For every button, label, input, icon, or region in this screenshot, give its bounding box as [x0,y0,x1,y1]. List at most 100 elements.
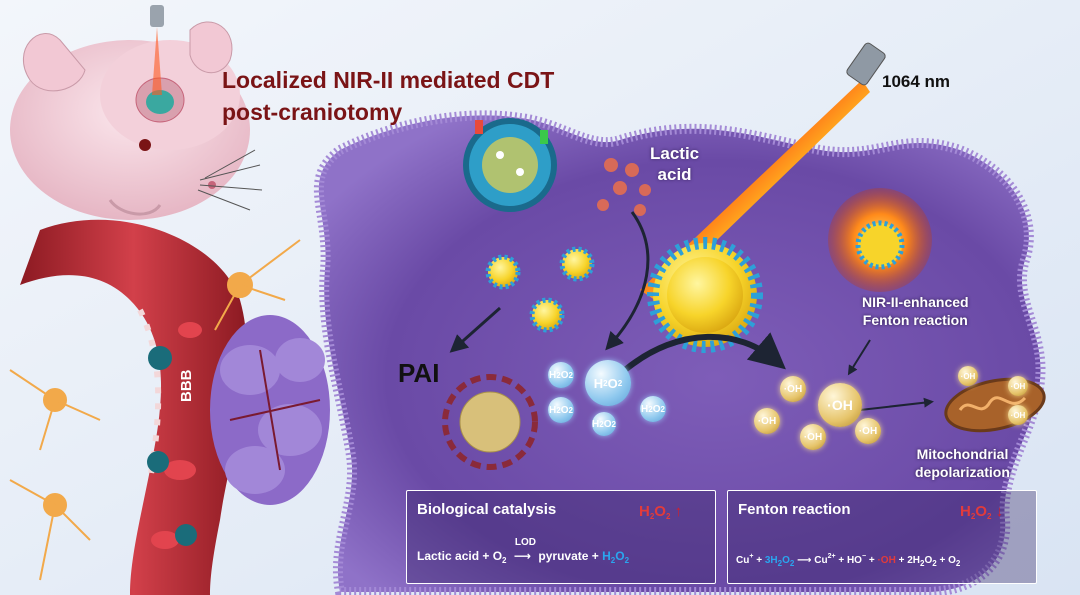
eq-sub: 2 [932,559,937,568]
neuron-cells [9,239,301,581]
eq-sup: + [749,553,754,560]
mol-o: O [652,403,661,415]
oh-text: OH [787,383,803,395]
lactic-acid-label: Lactic acid [650,143,699,185]
h2o2-down-indicator: H2O2 ↓ [960,503,1003,521]
eq-oh: ·OH [877,555,896,566]
pai-cell-nucleus [442,374,538,470]
eq-pyruvate: pyruvate + [538,549,603,563]
fenton-reaction-heading: Fenton reaction [738,501,851,518]
mol-sub: 2 [648,404,653,414]
up-o: O [654,503,666,520]
hydroxyl-radical-bubble: ·OH [754,408,780,434]
title-line-1: Localized NIR-II mediated CDT [222,67,555,93]
hydroxyl-radical-bubble: ·OH [800,424,826,450]
mito-line-2: depolarization [915,464,1010,480]
nir-fenton-label: NIR-II-enhanced Fenton reaction [862,293,969,329]
dot: · [827,397,832,413]
biological-catalysis-box: Biological catalysis H2O2 ↑ Lactic acid … [406,490,716,584]
title-line-2: post-craniotomy [222,99,403,125]
down-o: O [975,503,987,520]
eq-plus: + [753,555,765,566]
oh-text: OH [1013,381,1026,391]
oh-text: OH [761,415,777,427]
pai-label: PAI [398,358,440,388]
oh-text: OH [862,425,878,437]
arrow-right-icon: ⟶ [797,555,812,566]
blood-vessel [20,219,247,595]
hydroxyl-radical-bubble: ·OH [1008,405,1028,425]
eq-tail-b: + O [936,555,956,566]
mol-sub: 2 [611,419,616,429]
down-sub: 2 [970,512,976,521]
central-nanoparticle [647,237,763,353]
mol-sub: 2 [556,370,561,380]
up-sub: 2 [665,512,671,521]
mito-line-1: Mitochondrial [916,446,1009,462]
oh-text: OH [963,371,976,381]
mol-h: H [593,375,604,391]
down-h: H [960,503,971,520]
oh-text: OH [1013,410,1026,420]
arrow-right-icon: ⟶ [513,549,532,563]
mol-o: O [560,369,569,381]
mol-sub: 2 [599,419,604,429]
arrow-down-icon: ↓ [995,503,1004,520]
tumor-tissue [210,315,330,505]
eq-sub: 2 [920,559,925,568]
mouse-illustration [10,5,263,220]
up-sub: 2 [649,512,655,521]
eq-sub: 2 [777,559,783,568]
dot: · [803,431,808,443]
hydroxyl-radical-bubble: ·OH [1008,376,1028,396]
hydroxyl-radical-bubble: ·OH [780,376,806,402]
eq-o: O [782,555,790,566]
arrow-up-icon: ↑ [674,503,683,520]
eq-sub: 2 [955,559,961,568]
up-h: H [639,503,650,520]
mol-h: H [549,369,557,381]
eq-h: H [602,549,611,563]
eq-lactic: Lactic acid + O [417,549,503,563]
lactic-line-1: Lactic [650,144,700,163]
mol-o: O [603,418,612,430]
fenton-equation: Cu+ + 3H2O2 ⟶ Cu2+ + HO− + ·OH + 2H2O2 +… [736,553,960,568]
mol-sub: 2 [568,370,573,380]
eq-cu2: Cu [814,555,828,566]
mol-h: H [549,404,557,416]
hydroxyl-radical-bubble: ·OH [855,418,881,444]
nir-line-1: NIR-II-enhanced [862,294,969,310]
eq-sup: − [861,553,867,560]
dot: · [858,425,863,437]
hydroxyl-radical-bubble: ·OH [958,366,978,386]
dot: · [757,415,762,427]
mol-sub: 2 [660,404,665,414]
mol-sub: 2 [617,378,623,388]
eq-sub: 2 [610,556,616,565]
mol-h: H [641,403,649,415]
eq-sub: 2 [789,559,795,568]
eq-plus: + [866,555,878,566]
hydroxyl-radical-bubble: ·OH [818,383,862,427]
mol-sub: 2 [568,405,573,415]
laser-wavelength: 1064 nm [882,72,951,91]
eq-3h: 3H [764,555,778,566]
reaction-arrow: LOD⟶ [513,537,536,563]
lactic-acid-equation: Lactic acid + O2 LOD⟶ pyruvate + H2O2 [417,537,629,565]
dot: · [1010,410,1014,420]
mol-sub: 2 [603,378,608,388]
liposome-nanoparticle [463,118,557,212]
small-nanoparticles [485,246,595,333]
mol-o: O [560,404,569,416]
eq-sub: 2 [502,556,507,565]
bbb-label: BBB [178,369,195,403]
down-sub: 2 [986,512,992,521]
fire-burst [828,188,932,292]
mitochondrial-label: Mitochondrial depolarization [915,445,1010,481]
mol-o: O [607,375,618,391]
mol-sub: 2 [556,405,561,415]
